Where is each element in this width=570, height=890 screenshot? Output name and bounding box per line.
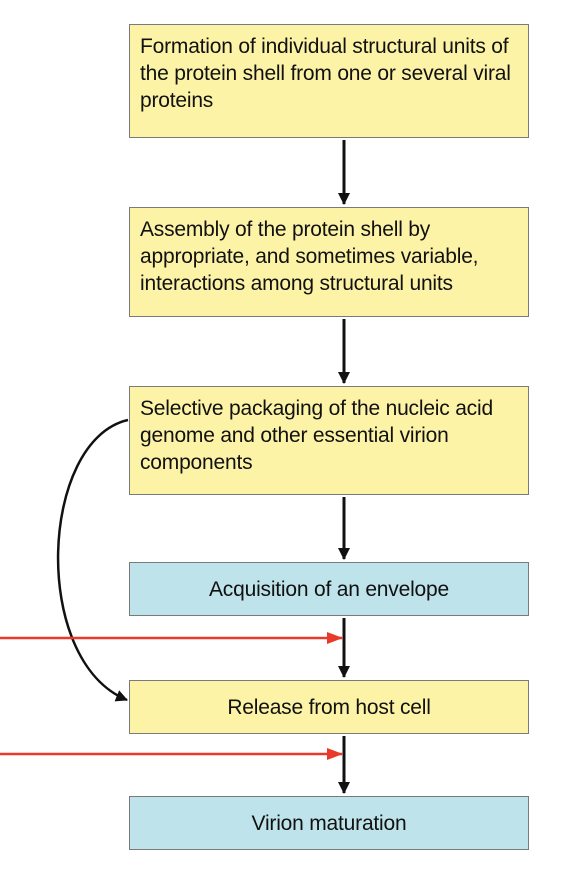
step-packaging-text: Selective packaging of the nucleic acid … <box>140 397 493 474</box>
step-release-text: Release from host cell <box>227 695 431 719</box>
step-envelope: Acquisition of an envelope <box>129 562 529 616</box>
bypass-arrow-packaging-to-release <box>56 418 129 702</box>
step-envelope-text: Acquisition of an envelope <box>209 577 449 601</box>
step-formation: Formation of individual structural units… <box>129 24 529 138</box>
step-maturation-text: Virion maturation <box>251 811 407 835</box>
step-formation-text: Formation of individual structural units… <box>140 35 511 112</box>
step-assembly-text: Assembly of the protein shell by appropr… <box>140 218 479 295</box>
step-maturation: Virion maturation <box>129 796 529 850</box>
step-packaging: Selective packaging of the nucleic acid … <box>129 386 529 495</box>
step-release: Release from host cell <box>129 680 529 734</box>
step-assembly: Assembly of the protein shell by appropr… <box>129 207 529 317</box>
